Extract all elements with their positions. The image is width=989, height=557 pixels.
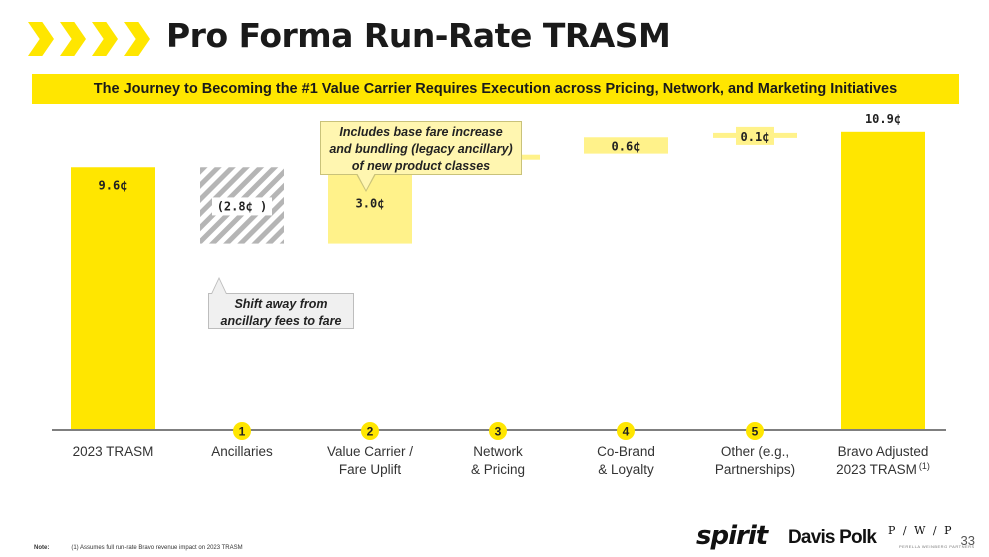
category-label: Fare Uplift bbox=[339, 462, 402, 477]
chevron-arrows-icon bbox=[28, 22, 150, 56]
data-label: 0.6¢ bbox=[612, 139, 641, 153]
callout-fare-text: Includes base fare increase and bundling… bbox=[329, 125, 513, 173]
step-number-circle bbox=[617, 422, 635, 440]
data-label: 3.0¢ bbox=[356, 197, 385, 211]
bar-increase bbox=[584, 137, 668, 154]
pwp-logo-subtext: PERELLA WEINBERG PARTNERS bbox=[899, 544, 975, 549]
bar-label-box bbox=[736, 126, 774, 145]
pwp-logo: P / W / P bbox=[888, 524, 954, 537]
category-label: Bravo Adjusted bbox=[838, 444, 929, 459]
subtitle-banner: The Journey to Becoming the #1 Value Car… bbox=[32, 74, 959, 104]
step-number: 2 bbox=[367, 425, 374, 439]
category-label: Co-Brand bbox=[597, 444, 655, 459]
category-label: & Loyalty bbox=[598, 462, 654, 477]
callout-pointer bbox=[212, 279, 226, 294]
step-number: 5 bbox=[752, 425, 759, 439]
step-number-circle bbox=[489, 422, 507, 440]
data-label: 9.6¢ bbox=[99, 178, 128, 192]
category-label: Other (e.g., bbox=[721, 444, 789, 459]
category-label: Partnerships) bbox=[715, 462, 795, 477]
spirit-logo: spirit bbox=[696, 521, 768, 551]
category-label: & Pricing bbox=[471, 462, 525, 477]
callout-pointer bbox=[357, 173, 375, 190]
category-label: 2023 TRASM(1) bbox=[836, 461, 930, 477]
category-label: Network bbox=[473, 444, 523, 459]
data-label: 0.1¢ bbox=[741, 130, 770, 144]
page-title: Pro Forma Run-Rate TRASM bbox=[166, 16, 671, 55]
step-number-circle bbox=[361, 422, 379, 440]
step-number-circle bbox=[746, 422, 764, 440]
category-label: 2023 TRASM bbox=[73, 444, 154, 459]
page-number: 33 bbox=[960, 533, 975, 548]
footnote: Note: (1) Assumes full run-rate Bravo rev… bbox=[34, 545, 243, 551]
callout-fare-uplift: Includes base fare increase and bundling… bbox=[320, 121, 522, 175]
data-label: (2.8¢ ) bbox=[217, 199, 268, 213]
step-number: 4 bbox=[623, 425, 630, 439]
davis-polk-logo: Davis Polk bbox=[788, 527, 877, 548]
callout-ancillary-shift: Shift away from ancillary fees to fare bbox=[208, 293, 354, 329]
footnote-text: (1) Assumes full run-rate Bravo revenue … bbox=[71, 545, 243, 551]
callout-ancillary-text: Shift away from ancillary fees to fare bbox=[220, 297, 342, 328]
step-number-circle bbox=[233, 422, 251, 440]
step-number: 3 bbox=[495, 425, 502, 439]
step-number: 1 bbox=[239, 425, 246, 439]
footnote-label: Note: bbox=[34, 545, 50, 551]
data-label: 10.9¢ bbox=[865, 112, 901, 126]
bar-total bbox=[71, 167, 155, 429]
category-label: Value Carrier / bbox=[327, 444, 413, 459]
bar-total bbox=[841, 131, 925, 429]
category-label: Ancillaries bbox=[211, 444, 273, 459]
data-label-backdrop bbox=[212, 197, 272, 216]
